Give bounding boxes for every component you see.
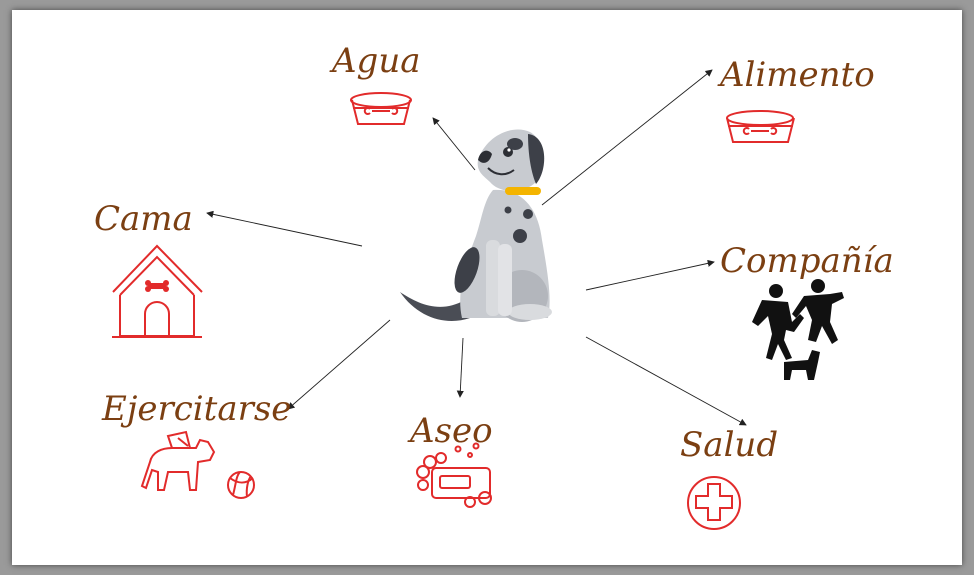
label-salud: Salud	[680, 425, 778, 465]
arrows	[206, 69, 747, 426]
label-compania: Compañía	[720, 241, 894, 281]
medical-cross-icon	[687, 476, 741, 530]
people-with-dog-icon	[752, 279, 844, 380]
label-alimento: Alimento	[717, 55, 875, 95]
arrow-compania	[585, 259, 715, 291]
label-aseo: Aseo	[407, 411, 493, 451]
arrow-alimento	[541, 69, 713, 206]
dog-and-ball-icon	[140, 430, 216, 491]
ball-icon	[227, 471, 255, 499]
label-cama: Cama	[94, 199, 193, 239]
arrow-agua	[432, 117, 476, 171]
food-bowl-icon	[726, 110, 795, 143]
arrow-aseo	[456, 337, 464, 398]
doghouse-icon	[112, 244, 203, 338]
water-bowl-icon	[350, 92, 412, 125]
arrow-cama	[206, 210, 363, 247]
arrow-salud	[585, 336, 747, 426]
label-ejercitarse: Ejercitarse	[101, 389, 291, 429]
label-agua: Agua	[329, 41, 421, 81]
soap-bubbles-icon	[416, 442, 492, 508]
dog-icon	[400, 129, 552, 322]
arrow-ejercitarse	[287, 319, 391, 410]
